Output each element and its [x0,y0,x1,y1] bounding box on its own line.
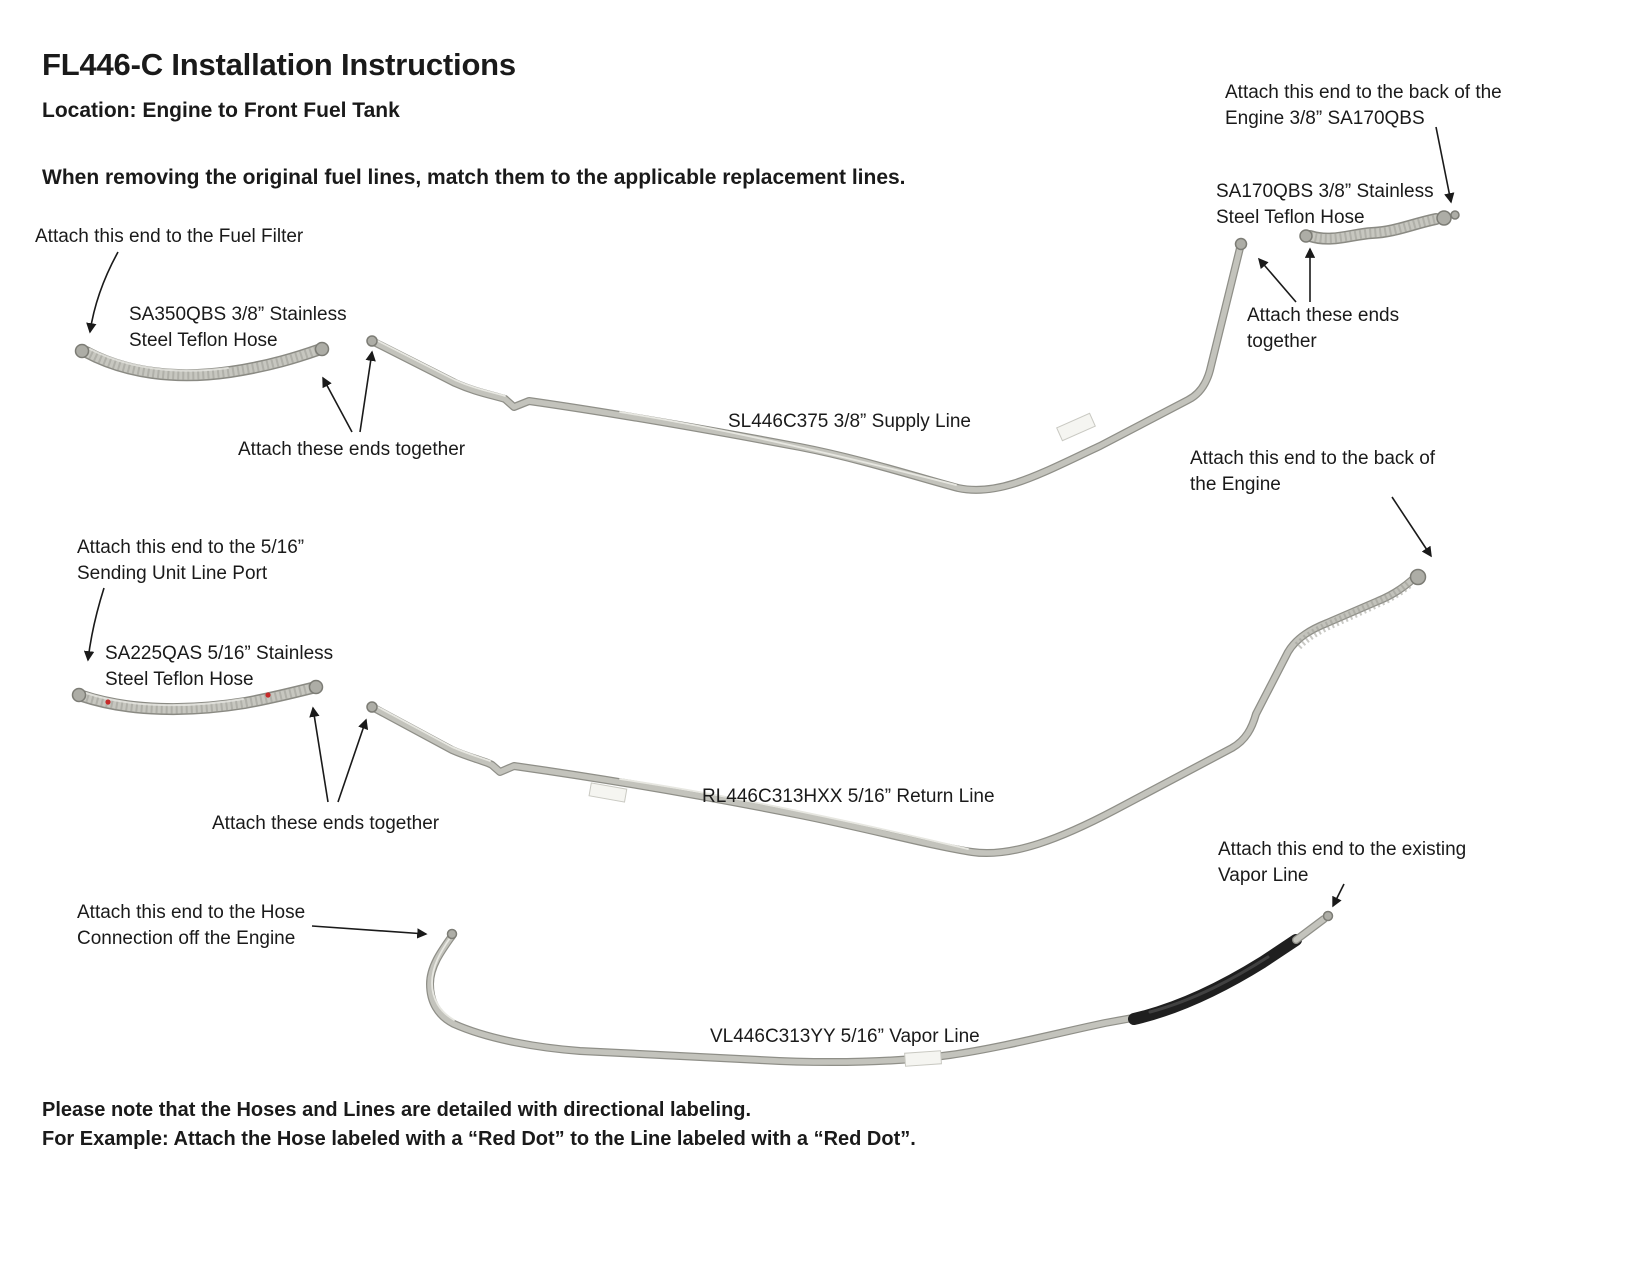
hose-end-fitting [71,687,87,703]
red-dot-marker [105,699,111,705]
arrow-to-sending-unit-end [83,587,105,662]
line-end-fitting [1322,910,1334,922]
hose-end-fitting [1450,210,1460,220]
label-sa350qbs-hose: SA350QBS 3/8” Stainless Steel Teflon Hos… [129,304,347,351]
return-line-image [366,568,1427,857]
annotation-engine-sa170qbs: Attach this end to the back of the Engin… [1225,82,1502,129]
label-sa225qas-hose: SA225QAS 5/16” Stainless Steel Teflon Ho… [105,643,334,690]
label-vapor-line: VL446C313YY 5/16” Vapor Line [710,1026,980,1047]
line-end-fitting [366,335,378,347]
annotation-attach-ends-3: Attach these ends together [212,813,440,834]
arrow-to-back-of-engine [1391,496,1432,558]
red-dot-marker [265,692,271,698]
line-end-fitting [366,701,378,713]
annotation-fuel-filter: Attach this end to the Fuel Filter [35,226,304,247]
arrow-to-hose-connection [311,925,428,939]
annotation-back-of-engine: Attach this end to the back of the Engin… [1190,448,1436,495]
arrow-ends-together-3-left [309,706,329,803]
footer-note-2: For Example: Attach the Hose labeled wit… [42,1128,916,1150]
hose-end-fitting [1299,229,1313,243]
page-title: FL446-C Installation Instructions [42,46,516,82]
arrow-ends-together-2-left [1257,257,1297,303]
arrow-ends-together-3-right [337,718,369,803]
location-line: Location: Engine to Front Fuel Tank [42,99,400,122]
footer-note-1: Please note that the Hoses and Lines are… [42,1099,752,1121]
arrow-to-fuel-filter-end [86,251,119,334]
label-return-line: RL446C313HXX 5/16” Return Line [702,786,995,807]
hose-end-fitting [74,343,90,359]
label-sticker [588,782,628,803]
line-end-fitting [1234,237,1248,251]
annotation-existing-vapor: Attach this end to the existing Vapor Li… [1218,839,1467,886]
line-end-fitting [1409,568,1427,586]
arrow-ends-together-1-right [359,350,376,433]
annotation-attach-ends-1: Attach these ends together [238,439,466,460]
annotation-attach-ends-2: Attach these ends together [1247,305,1400,352]
arrow-ends-together-1-left [322,376,353,433]
label-sticker [904,1050,942,1067]
label-sa170qbs-hose: SA170QBS 3/8” Stainless Steel Teflon Hos… [1216,181,1434,228]
label-sticker [1056,412,1096,442]
annotation-hose-connection: Attach this end to the Hose Connection o… [77,902,306,949]
line-end-fitting [446,928,458,940]
label-supply-line: SL446C375 3/8” Supply Line [728,411,971,432]
intro-instruction: When removing the original fuel lines, m… [42,166,906,189]
annotation-sending-unit: Attach this end to the 5/16” Sending Uni… [77,537,305,584]
vapor-rubber-hose [1128,934,1302,1025]
